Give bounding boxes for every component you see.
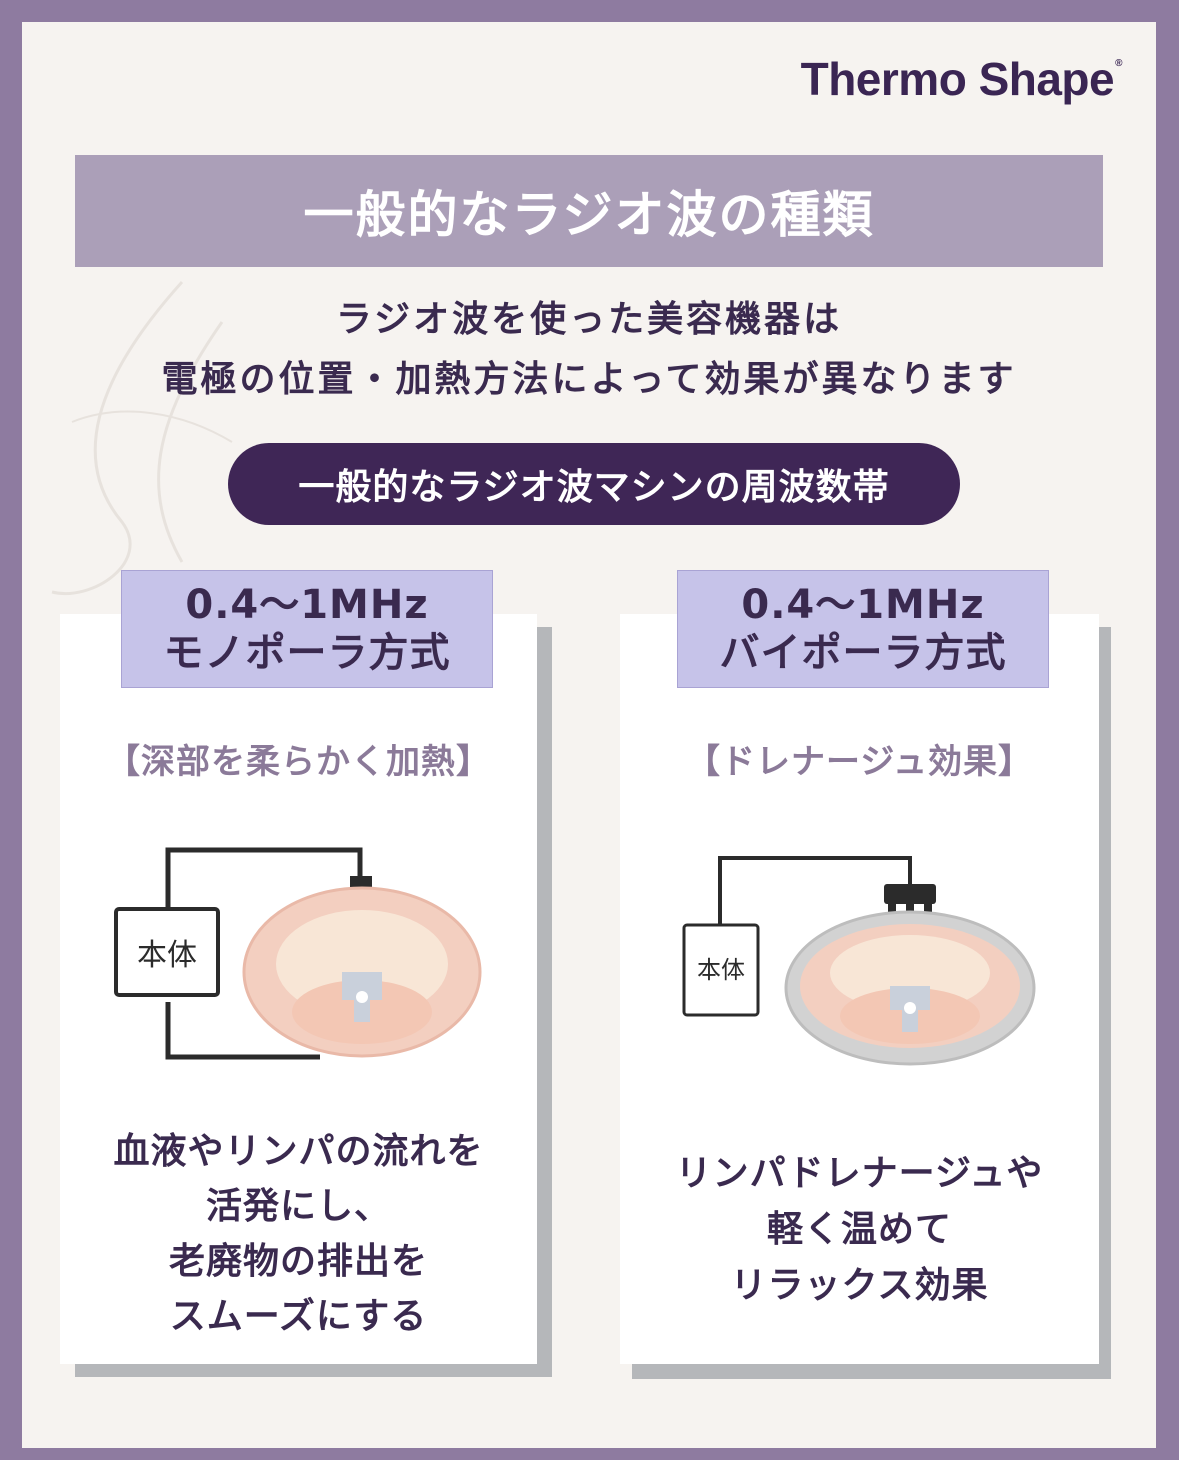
- method-name: モノポーラ方式: [163, 630, 451, 676]
- desc-line: リラックス効果: [730, 1265, 989, 1306]
- subhead-monopolar: 【深部を柔らかく加熱】: [106, 742, 491, 782]
- monopolar-diagram: 本体: [114, 847, 482, 1060]
- intro-text: ラジオ波を使った美容機器は 電極の位置・加熱方法によって効果が異なります: [22, 290, 1156, 410]
- device-label: 本体: [697, 956, 745, 984]
- desc-line: 軽く温めて: [766, 1209, 952, 1250]
- freq-range: 0.4〜1MHz: [741, 582, 985, 628]
- intro-line-1: ラジオ波を使った美容機器は: [335, 299, 843, 340]
- script-watermark: [51, 280, 233, 595]
- page-title: 一般的なラジオ波の種類: [75, 155, 1103, 267]
- device-label: 本体: [137, 938, 197, 973]
- desc-line: 血液やリンパの流れを: [113, 1131, 484, 1172]
- poster: Thermo Shape® 一般的なラジオ波の種類 ラジオ波を使った美容機器は …: [22, 22, 1156, 1448]
- desc-monopolar: 血液やリンパの流れを 活発にし、 老廃物の排出を スムーズにする: [60, 1124, 537, 1344]
- brand-logo: Thermo Shape®: [800, 53, 1123, 105]
- desc-line: 老廃物の排出を: [168, 1241, 428, 1282]
- intro-line-2: 電極の位置・加熱方法によって効果が異なります: [161, 359, 1017, 400]
- desc-line: スムーズにする: [169, 1296, 428, 1337]
- freq-box-bipolar: 0.4〜1MHz バイポーラ方式: [677, 570, 1049, 688]
- desc-line: リンパドレナージュや: [675, 1153, 1044, 1194]
- desc-bipolar: リンパドレナージュや 軽く温めて リラックス効果: [620, 1146, 1099, 1314]
- method-name: バイポーラ方式: [719, 630, 1007, 676]
- freq-range: 0.4〜1MHz: [185, 582, 429, 628]
- freq-box-monopolar: 0.4〜1MHz モノポーラ方式: [121, 570, 493, 688]
- bipolar-diagram: 本体: [682, 856, 1036, 1066]
- frequency-band-label: 一般的なラジオ波マシンの周波数帯: [228, 443, 960, 525]
- desc-line: 活発にし、: [205, 1186, 391, 1227]
- subhead-bipolar: 【ドレナージュ効果】: [686, 742, 1033, 782]
